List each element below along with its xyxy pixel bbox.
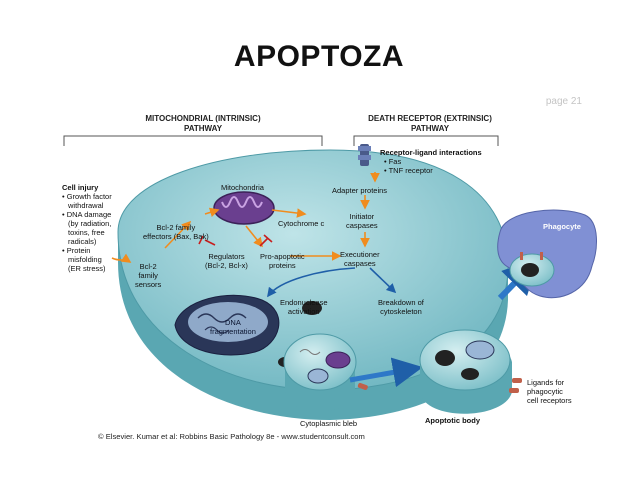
header-line: DEATH RECEPTOR (EXTRINSIC) — [368, 114, 492, 123]
copyright-credit: © Elsevier. Kumar et al: Robbins Basic P… — [98, 432, 365, 441]
label-line: family — [138, 271, 158, 280]
intrinsic-bracket — [63, 135, 323, 146]
label-line: phagocytic — [527, 387, 563, 396]
label-line: fragmentation — [210, 327, 256, 336]
list-item: • TNF receptor — [384, 166, 433, 175]
label-line: Endonuclease — [280, 298, 328, 307]
label-line: cytoskeleton — [380, 307, 422, 316]
label-line: Regulators — [208, 252, 245, 261]
cytoskeleton-breakdown-label: Breakdown of cytoskeleton — [378, 298, 424, 316]
chromatin-body — [302, 301, 322, 315]
label-line: Ligands for — [527, 378, 565, 387]
fragmented-nucleus-icon — [174, 294, 280, 356]
list-item: • Protein — [62, 246, 91, 255]
header-line: MITOCHONDRIAL (INTRINSIC) — [145, 114, 261, 123]
intrinsic-pathway-header: MITOCHONDRIAL (INTRINSIC) PATHWAY — [118, 114, 288, 134]
initiator-caspases-label: Initiator caspases — [346, 212, 378, 230]
header-line: PATHWAY — [183, 124, 223, 133]
list-item: • Growth factor — [62, 192, 112, 201]
apoptotic-body-cell — [419, 329, 522, 414]
list-item: radicals) — [68, 237, 97, 246]
label-line: Executioner — [340, 250, 380, 259]
cytochrome-c-label: Cytochrome c — [278, 219, 325, 228]
extrinsic-bracket — [353, 135, 499, 146]
list-item: toxins, free — [68, 228, 105, 237]
list-item: withdrawal — [68, 201, 104, 210]
label-line: caspases — [346, 221, 378, 230]
adapter-proteins-label: Adapter proteins — [332, 186, 388, 195]
label-line: Breakdown of — [378, 298, 424, 307]
label-line: proteins — [268, 261, 296, 270]
phagocyte-cell — [497, 209, 597, 299]
label-line: caspases — [343, 259, 376, 268]
pro-apoptotic-label: Pro-apoptotic proteins — [260, 252, 305, 270]
cell-body-wall — [118, 232, 508, 420]
list-item: (ER stress) — [68, 264, 106, 273]
bcl2-sensors-label: Bcl-2 family sensors — [135, 262, 161, 289]
progression-arrow — [349, 357, 423, 388]
cytoplasmic-bleb-label: Cytoplasmic bleb — [300, 419, 358, 428]
receptor-list: Receptor-ligand interactions • Fas • TNF… — [380, 148, 482, 175]
regulators-label: Regulators (Bcl-2, Bcl-x) — [205, 252, 248, 270]
cytoplasmic-bleb-cell — [283, 333, 368, 412]
label-line: DNA — [225, 318, 241, 327]
endonuclease-label: Endonuclease activation — [280, 298, 328, 316]
receptor-title: Receptor-ligand interactions — [380, 148, 482, 157]
mitochondrion-icon — [213, 191, 275, 225]
label-line: effectors (Bax, Bak) — [143, 232, 209, 241]
executioner-caspases-label: Executioner caspases — [340, 250, 380, 268]
label-line: Pro-apoptotic — [260, 252, 305, 261]
list-item: • DNA damage — [62, 210, 112, 219]
label-line: cell receptors — [527, 396, 572, 405]
apoptotic-body-label: Apoptotic body — [425, 416, 480, 425]
label-line: activation — [287, 307, 320, 316]
extrinsic-pathway-header: DEATH RECEPTOR (EXTRINSIC) PATHWAY — [350, 114, 510, 134]
cell-injury-list: Cell injury • Growth factor withdrawal •… — [62, 183, 112, 273]
list-item: (by radiation, — [68, 219, 112, 228]
label-line: sensors — [135, 280, 162, 289]
header-line: PATHWAY — [410, 124, 450, 133]
label-line: Initiator — [349, 212, 375, 221]
list-item: • Fas — [384, 157, 402, 166]
ligands-label: Ligands for phagocytic cell receptors — [527, 378, 572, 405]
mitochondria-label: Mitochondria — [221, 183, 264, 192]
page-label: page 21 — [545, 96, 582, 107]
label-line: (Bcl-2, Bcl-x) — [205, 261, 248, 270]
bcl2-effectors-label: Bcl-2 family effectors (Bax, Bak) — [143, 223, 209, 241]
label-line: Bcl-2 family — [156, 223, 196, 232]
list-item: misfolding — [68, 255, 102, 264]
phagocyte-label: Phagocyte — [543, 222, 581, 231]
page-title: APOPTOZA — [233, 40, 405, 73]
label-line: Bcl-2 — [139, 262, 157, 271]
dna-fragmentation-label: DNA fragmentation — [210, 318, 256, 336]
cell-injury-title: Cell injury — [62, 183, 99, 192]
